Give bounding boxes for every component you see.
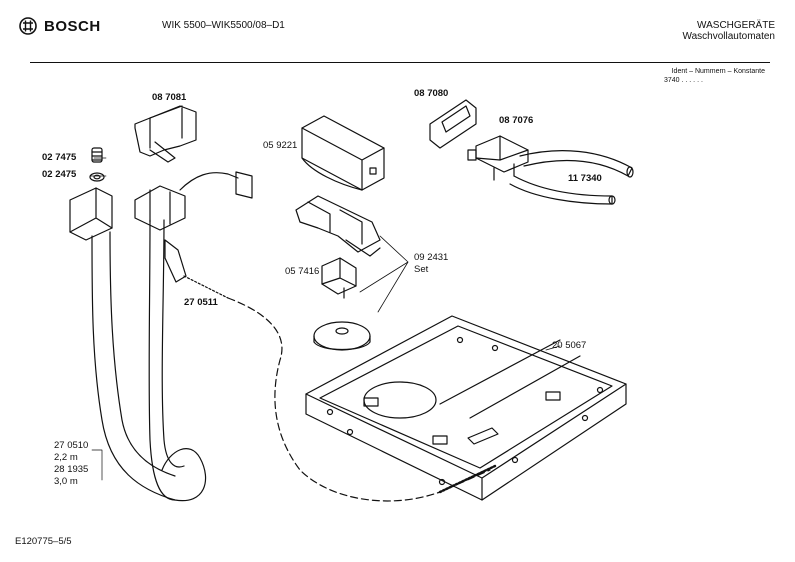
label-022475: 02 2475 <box>42 169 77 180</box>
valve-block <box>134 171 253 283</box>
label-270511: 27 0511 <box>184 297 218 308</box>
part-057416-switch <box>321 257 357 299</box>
part-087080-plate <box>429 99 477 149</box>
label-087080: 08 7080 <box>414 88 449 99</box>
label-057416: 05 7416 <box>285 266 320 277</box>
inlet-hose <box>69 187 207 502</box>
category-line-1: WASCHGERÄTE <box>697 20 775 31</box>
label-027475: 02 7475 <box>42 152 77 163</box>
category-line-2: Waschvollautomaten <box>682 31 775 42</box>
label-092431: 09 2431 <box>414 252 449 263</box>
part-087076-valve <box>467 135 529 181</box>
part-092431-bracket <box>295 195 381 257</box>
label-087076: 08 7076 <box>499 115 534 126</box>
label-length-30: 3,0 m <box>54 476 78 487</box>
bosch-logo-icon <box>19 17 37 35</box>
part-087081-cover <box>134 105 197 163</box>
label-270510: 27 0510 <box>54 440 89 451</box>
label-281935: 28 1935 <box>54 464 89 475</box>
ident-value: 3740 . . . . . . <box>664 77 703 84</box>
label-059221: 05 9221 <box>263 140 298 151</box>
part-059221-housing <box>301 115 385 191</box>
part-022475-washer <box>89 172 105 182</box>
part-117340-hose <box>509 150 634 205</box>
label-length-22: 2,2 m <box>54 452 78 463</box>
brand-name: BOSCH <box>44 18 101 35</box>
drain-hose-270511 <box>183 275 497 502</box>
foot-disc <box>313 321 371 351</box>
label-205067: 20 5067 <box>552 340 587 351</box>
part-027475-filter <box>91 147 103 163</box>
part-205067-base-plate <box>305 315 627 501</box>
label-087081: 08 7081 <box>152 92 187 103</box>
header-divider <box>30 62 770 63</box>
model-title: WIK 5500–WIK5500/08–D1 <box>162 20 285 31</box>
document-id: E120775–5/5 <box>15 536 72 547</box>
ident-label: Ident – Nummern – Konstante <box>671 68 765 75</box>
label-set: Set <box>414 264 429 275</box>
label-117340: 11 7340 <box>568 173 602 184</box>
